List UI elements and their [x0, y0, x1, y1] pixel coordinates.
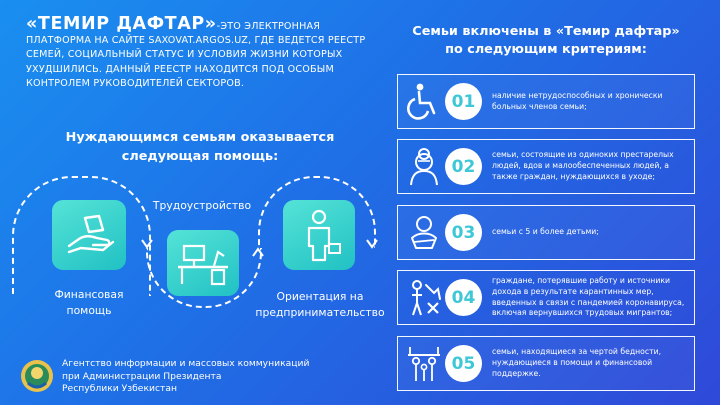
- poverty-family-icon: [408, 347, 440, 381]
- brand-title: «ТЕМИР ДАФТАР»: [26, 14, 217, 34]
- job-loss-icon: [412, 280, 441, 316]
- help-title-line1: Нуждающимся семьям оказывается: [65, 130, 335, 145]
- criteria-title-line1: Семьи включены в «Темир дафтар»: [412, 24, 680, 39]
- help-title-line2: следующая помощь:: [121, 148, 279, 164]
- employment-label: Трудоустройство: [152, 199, 252, 212]
- orientation-tile: [283, 200, 355, 270]
- businessman-icon: [307, 209, 341, 262]
- uzbekistan-emblem-icon: [21, 360, 53, 392]
- criteria-item: 04 граждане, потерявшие работу и источни…: [397, 270, 695, 325]
- criteria-item: 05 семьи, находящиеся за чертой бедности…: [397, 336, 695, 391]
- orientation-label: Ориентация на предпринимательство: [250, 289, 390, 320]
- criteria-text: граждане, потерявшие работу и источники …: [492, 275, 685, 318]
- criteria-number: 04: [445, 279, 482, 316]
- employment-tile: [167, 230, 239, 296]
- financial-label-line2: помощь: [66, 303, 112, 317]
- financial-help-tile: [52, 200, 126, 270]
- financial-help-label: Финансовая помощь: [34, 287, 144, 318]
- wheelchair-icon: [407, 83, 436, 120]
- help-section-title: Нуждающимся семьям оказывается следующая…: [40, 129, 360, 166]
- orientation-label-line2: предпринимательство: [255, 305, 385, 319]
- orientation-label-line1: Ориентация на: [276, 290, 364, 303]
- criteria-item: 01 наличие нетрудоспособных и хронически…: [397, 74, 695, 129]
- footer-line1: Агентство информации и массовых коммуник…: [62, 358, 310, 369]
- arrow-down-icon: [141, 239, 153, 249]
- footer-agency: Агентство информации и массовых коммуник…: [62, 358, 309, 396]
- baby-icon: [411, 216, 437, 249]
- desk-workplace-icon: [178, 244, 228, 286]
- arrow-up-icon: [252, 247, 264, 257]
- criteria-text: семьи с 5 и более детьми;: [492, 227, 599, 237]
- criteria-item: 02 семьи, состоящие из одиноких престаре…: [397, 139, 695, 194]
- criteria-number: 03: [445, 214, 482, 251]
- financial-label-line1: Финансовая: [54, 288, 124, 301]
- criteria-number: 02: [445, 148, 482, 185]
- criteria-title-line2: по следующим критериям:: [445, 42, 647, 57]
- elderly-woman-icon: [410, 148, 438, 186]
- criteria-text: семьи, состоящие из одиноких престарелых…: [492, 150, 674, 181]
- arrow-down-icon: [366, 239, 378, 249]
- flow-connector-left: [12, 176, 151, 296]
- criteria-text: наличие нетрудоспособных и хронически бо…: [492, 90, 663, 111]
- footer-line2: при Администрации Президента: [62, 370, 222, 382]
- criteria-item: 03 семьи с 5 и более детьми;: [397, 205, 695, 260]
- criteria-number: 05: [445, 345, 482, 382]
- criteria-text: семьи, находящиеся за чертой бедности, н…: [492, 347, 662, 378]
- criteria-title: Семьи включены в «Темир дафтар» по следу…: [396, 23, 696, 59]
- intro-paragraph: «ТЕМИР ДАФТАР»-ЭТО ЭЛЕКТРОННАЯ ПЛАТФОРМА…: [26, 14, 371, 91]
- hand-money-icon: [67, 214, 115, 254]
- criteria-number: 01: [445, 83, 482, 120]
- footer-line3: Республики Узбекистан: [62, 383, 178, 395]
- intro-text: -ЭТО ЭЛЕКТРОННАЯ ПЛАТФОРМА НА САЙТЕ SAXO…: [26, 21, 366, 89]
